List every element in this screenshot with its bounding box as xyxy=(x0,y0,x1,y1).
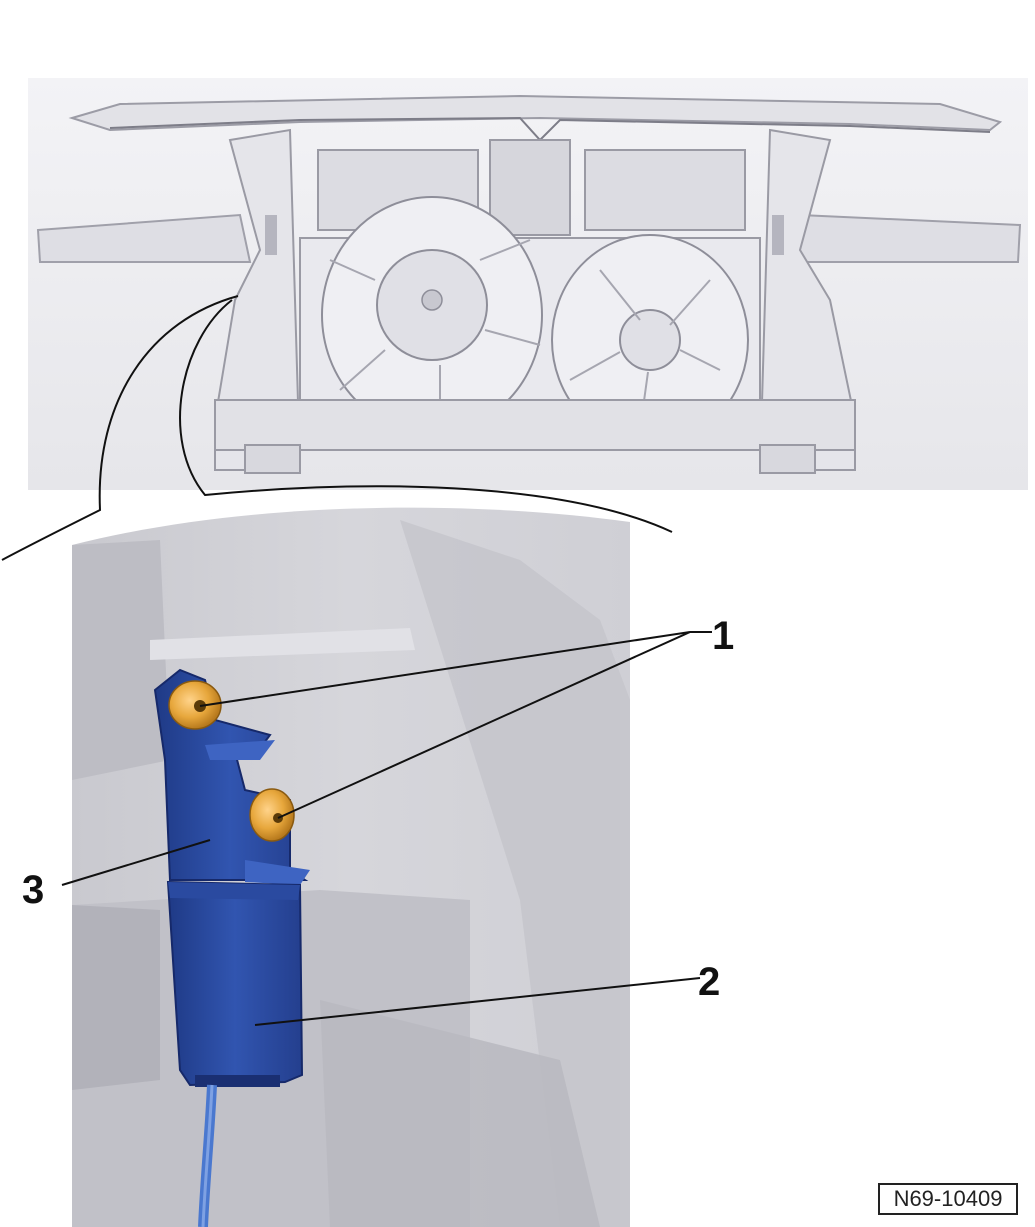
leader-line-1a xyxy=(199,631,691,707)
electrical-connector xyxy=(166,880,304,1087)
callout-2: 2 xyxy=(698,960,721,1004)
detail-view xyxy=(72,507,630,1227)
cooling-fan-right xyxy=(551,234,749,446)
fastener-upper xyxy=(168,680,222,730)
leader-line-1b xyxy=(277,631,691,819)
cooling-fan-left xyxy=(321,196,543,434)
fastener-lower xyxy=(249,788,295,842)
leader-line-2 xyxy=(254,977,701,1026)
magnifier-curve-right xyxy=(179,299,673,533)
magnifier-curve-left xyxy=(1,295,239,561)
callout-3: 3 xyxy=(22,868,45,912)
callout-1: 1 xyxy=(712,614,735,658)
leader-line-3 xyxy=(61,839,211,886)
figure-reference: N69-10409 xyxy=(878,1183,1018,1215)
front-carrier-overview xyxy=(28,78,1028,490)
